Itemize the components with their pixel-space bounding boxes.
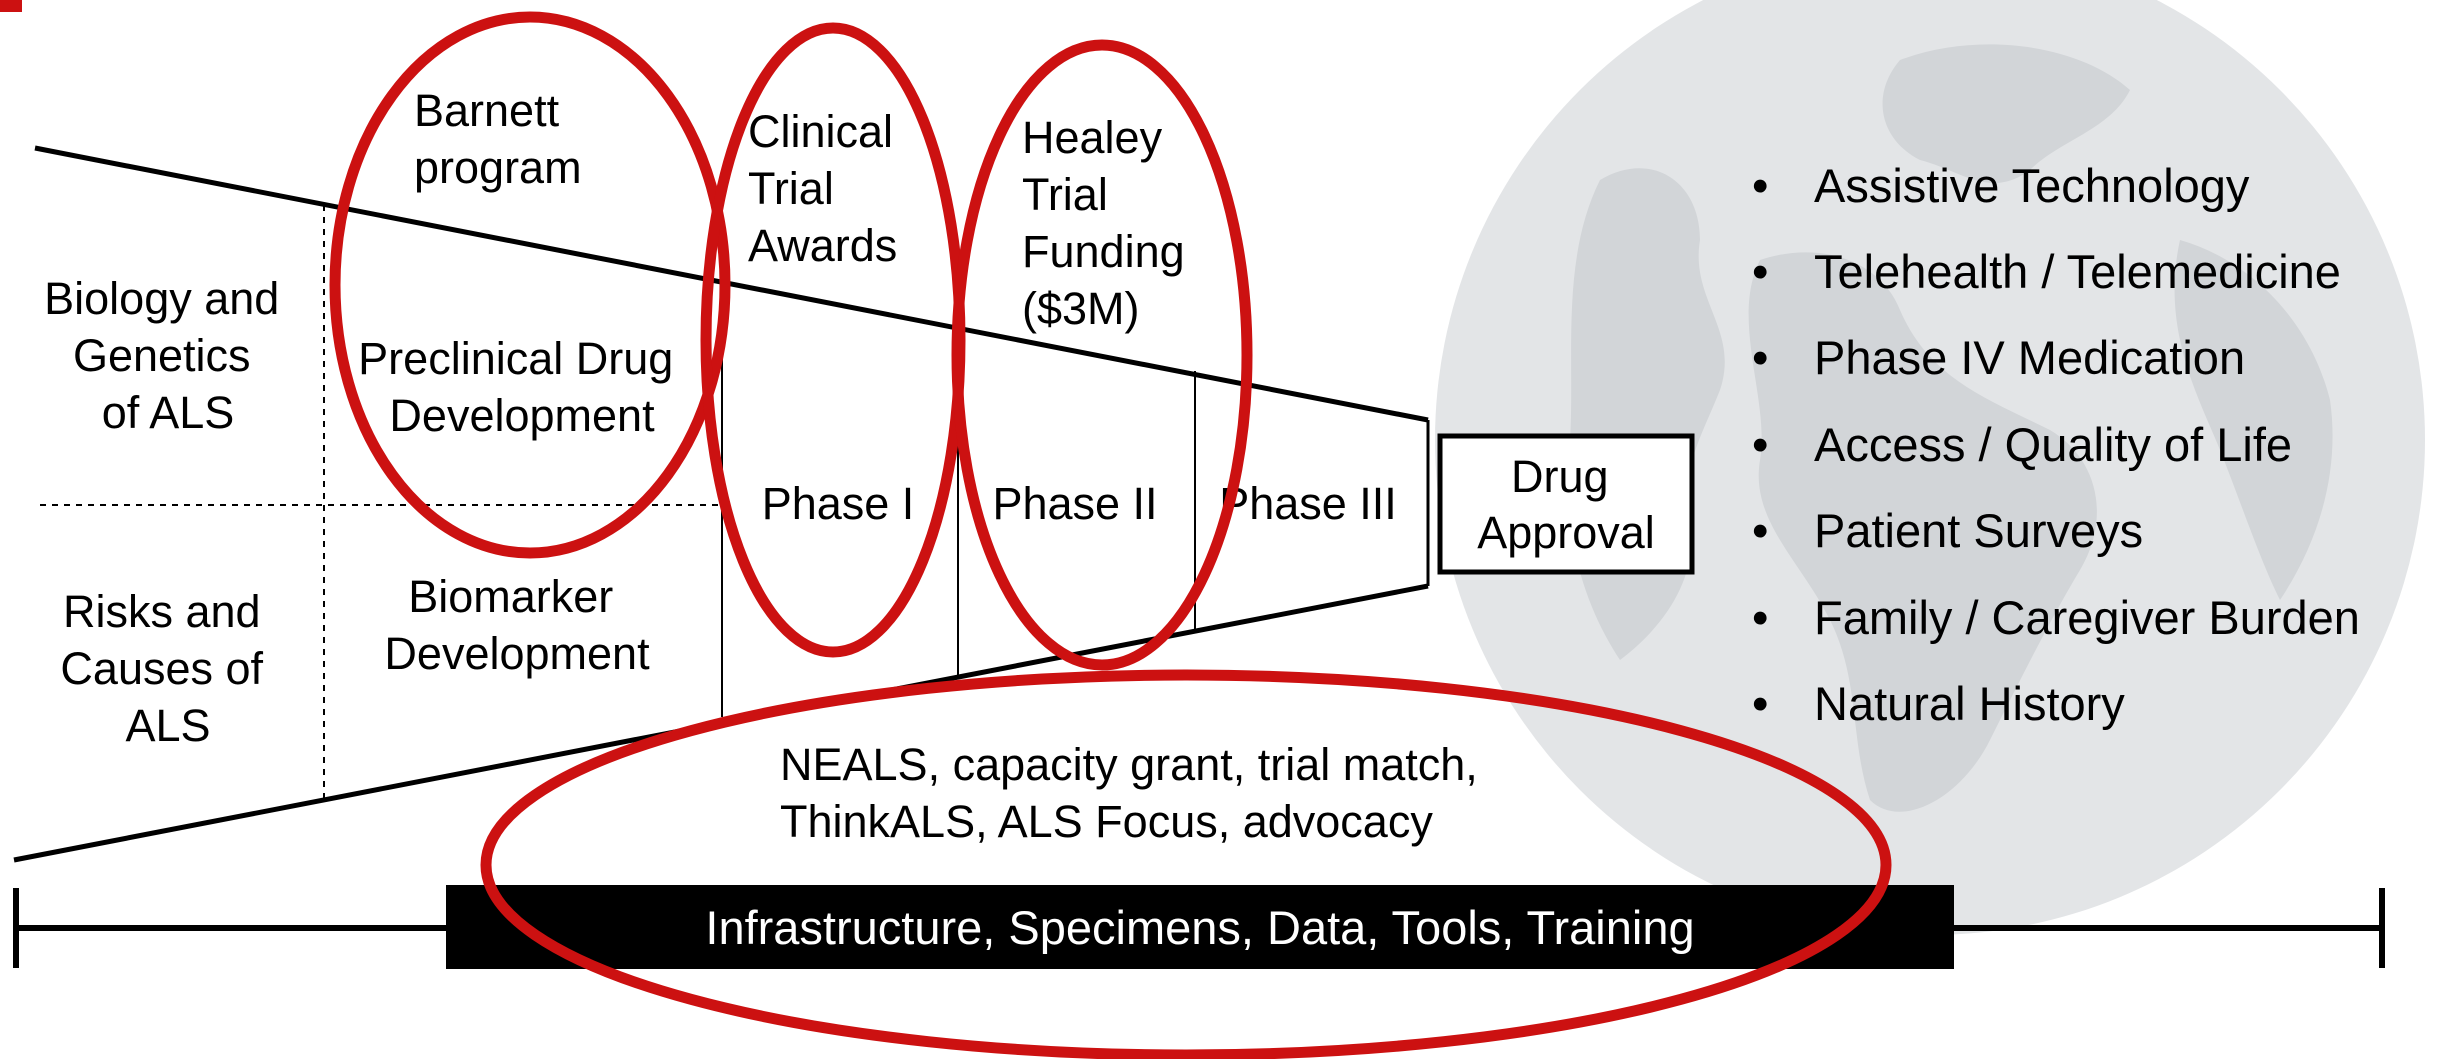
infrastructure-bar [446, 885, 1954, 969]
globe-land-north [1882, 44, 2130, 183]
drug-approval-box [1437, 433, 1695, 575]
label-phase-1: Phase I [762, 478, 915, 529]
bullet-item: Assistive Technology [1814, 159, 2250, 212]
bullet-item: Patient Surveys [1814, 504, 2143, 557]
bullet-item: Telehealth / Telemedicine [1814, 245, 2341, 298]
label-clinical-trial-awards: Clinical Trial Awards [748, 106, 906, 271]
bullet-item: Access / Quality of Life [1814, 418, 2292, 471]
bullet-list: • Assistive Technology • Telehealth / Te… [1752, 159, 2360, 730]
globe-land-east [2174, 240, 2333, 600]
bullet-dot: • [1752, 677, 1768, 730]
label-biology-genetics: Biology and Genetics of ALS [44, 273, 292, 438]
ellipse-neals [480, 669, 1892, 1059]
infrastructure-bar-label: Infrastructure, Specimens, Data, Tools, … [705, 901, 1694, 954]
label-drug-approval: Drug Approval [1477, 451, 1655, 558]
highlight-ellipses [329, 11, 1892, 1059]
label-phase-2: Phase II [992, 478, 1157, 529]
bullet-item: Family / Caregiver Burden [1814, 591, 2360, 644]
label-preclinical: Preclinical Drug Development [358, 333, 686, 441]
bullet-dot: • [1752, 245, 1768, 298]
bullet-dot: • [1752, 418, 1768, 471]
bullet-dot: • [1752, 159, 1768, 212]
bullet-dot: • [1752, 591, 1768, 644]
globe-land-central [1748, 252, 2097, 812]
label-neals-programs: NEALS, capacity grant, trial match, Thin… [780, 739, 1490, 847]
bullet-dot: • [1752, 504, 1768, 557]
label-risks-causes: Risks and Causes of ALS [60, 586, 275, 751]
label-barnett-program: Barnett program [414, 85, 582, 193]
label-phase-3: Phase III [1219, 478, 1397, 529]
corner-marker [0, 0, 22, 12]
ellipse-barnett [329, 11, 731, 559]
label-healey-trial-funding: Healey Trial Funding ($3M) [1022, 112, 1197, 334]
bullet-item: Natural History [1814, 677, 2125, 730]
bullet-item: Phase IV Medication [1814, 331, 2245, 384]
label-biomarker: Biomarker Development [384, 571, 650, 679]
bullet-dot: • [1752, 331, 1768, 384]
ellipse-healey [951, 39, 1253, 671]
